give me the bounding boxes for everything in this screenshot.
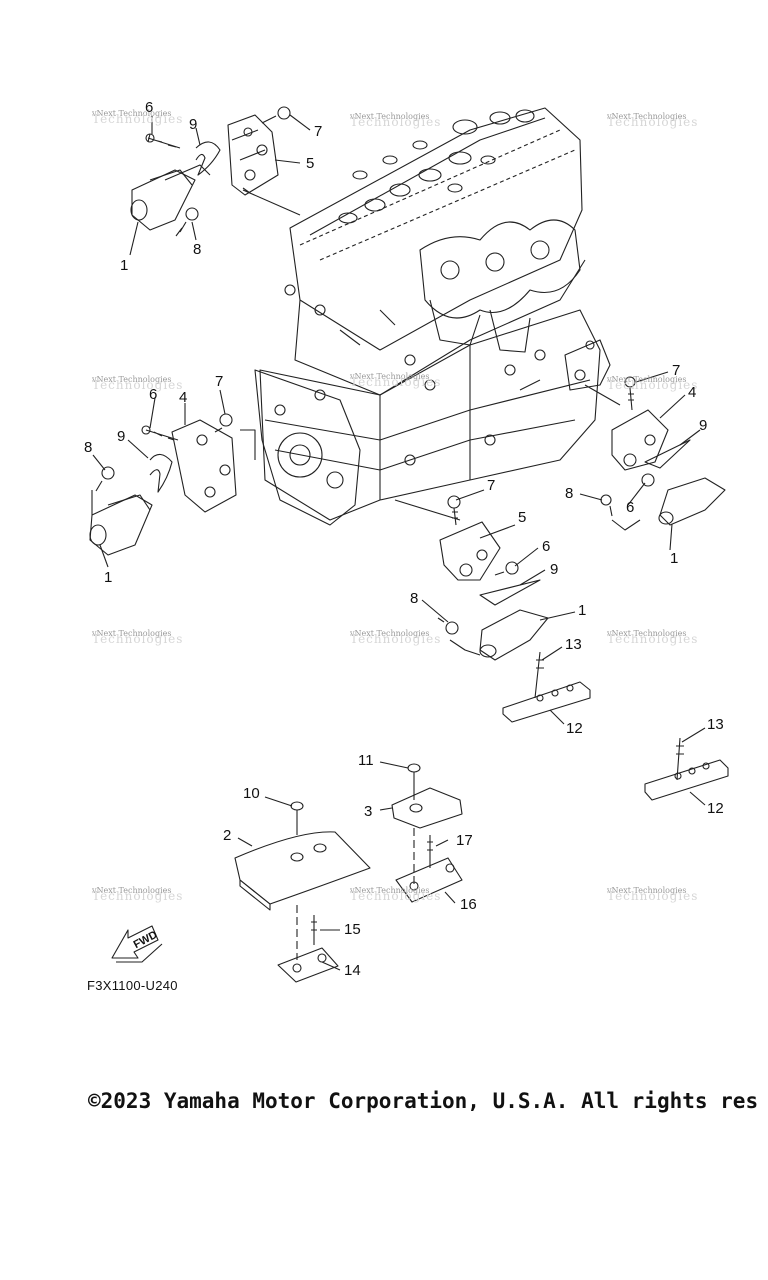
callout-label: 14 <box>344 962 361 979</box>
callout-label: 6 <box>626 499 635 516</box>
callout-label: 1 <box>120 257 129 274</box>
callout-label: 6 <box>149 386 158 403</box>
callout-label: 1 <box>578 602 587 619</box>
callout-label: 17 <box>456 832 473 849</box>
callout-label: 1 <box>104 569 113 586</box>
callout-leaders <box>92 114 706 806</box>
diagram-code: F3X1100-U240 <box>87 978 178 993</box>
callout-label: 5 <box>306 155 315 172</box>
copyright-notice: ©2023 Yamaha Motor Corporation, U.S.A. A… <box>88 1089 759 1113</box>
callout-label: 8 <box>565 485 574 502</box>
callout-label: 9 <box>550 561 559 578</box>
callout-label: 9 <box>189 116 198 133</box>
callout-label: 8 <box>193 241 202 258</box>
lower-mounts <box>234 761 463 983</box>
callout-label: 13 <box>707 716 724 733</box>
callout-label: 7 <box>487 477 496 494</box>
callout-label: 16 <box>460 896 477 913</box>
callout-label: 15 <box>344 921 361 938</box>
callout-label: 8 <box>84 439 93 456</box>
mount-group-upper-left <box>130 106 291 237</box>
callout-label: 4 <box>179 389 188 406</box>
callout-label: 5 <box>518 509 527 526</box>
engine-block <box>240 107 621 526</box>
callout-label: 10 <box>243 785 260 802</box>
callout-label: 6 <box>145 99 154 116</box>
callout-label: 8 <box>410 590 419 607</box>
callout-label: 13 <box>565 636 582 653</box>
callout-label: 1 <box>670 550 679 567</box>
callout-label: 9 <box>117 428 126 445</box>
mount-group-right <box>600 376 726 531</box>
mount-group-middle-center <box>437 495 549 661</box>
mount-group-middle-left <box>89 413 237 556</box>
brackets-12-13 <box>502 651 729 801</box>
callout-label: 6 <box>542 538 551 555</box>
callout-label: 3 <box>364 803 373 820</box>
callout-label: 4 <box>688 384 697 401</box>
callout-label: 7 <box>672 362 681 379</box>
callout-label: 12 <box>707 800 724 817</box>
callout-label: 2 <box>223 827 232 844</box>
callout-label: 7 <box>314 123 323 140</box>
fwd-arrow <box>111 925 163 963</box>
callout-label: 11 <box>358 752 374 769</box>
callout-label: 12 <box>566 720 583 737</box>
callout-label: 7 <box>215 373 224 390</box>
callout-label: 9 <box>699 417 708 434</box>
